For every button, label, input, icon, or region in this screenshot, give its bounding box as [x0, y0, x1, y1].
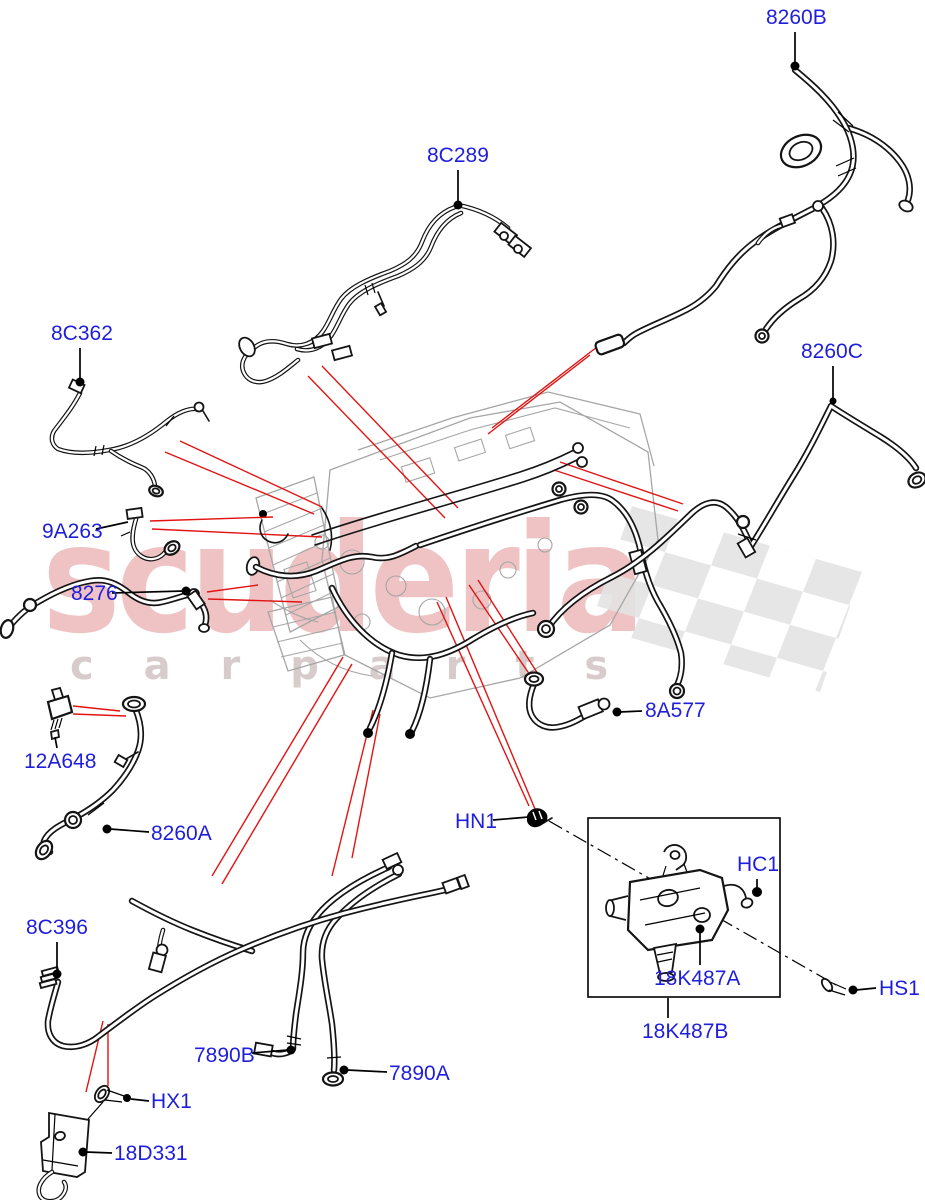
- part-label-9a263[interactable]: 9A263: [42, 520, 103, 543]
- part-label-8260c[interactable]: 8260C: [801, 340, 863, 363]
- engine-hoses-drawing: [245, 442, 686, 739]
- red-leader-lines: [72, 346, 684, 1093]
- part-8c396-drawing: [38, 873, 470, 1047]
- part-label-18k487a[interactable]: 18K487A: [654, 967, 741, 990]
- part-label-7890a[interactable]: 7890A: [389, 1062, 450, 1085]
- part-8276-drawing: [0, 580, 210, 639]
- part-label-hx1[interactable]: HX1: [151, 1090, 192, 1113]
- part-label-8a577[interactable]: 8A577: [645, 699, 706, 722]
- checkered-flag-watermark: [590, 506, 862, 692]
- part-8c362-drawing: [52, 378, 210, 498]
- part-label-8c362[interactable]: 8C362: [51, 322, 113, 345]
- part-label-18k487b[interactable]: 18K487B: [642, 1020, 729, 1043]
- part-hn1-clip-drawing: [527, 808, 553, 828]
- part-label-hs1[interactable]: HS1: [879, 977, 920, 1000]
- part-label-hc1[interactable]: HC1: [737, 853, 780, 876]
- part-8260a-drawing: [34, 695, 147, 861]
- part-label-8276[interactable]: 8276: [71, 582, 118, 605]
- part-label-8260a[interactable]: 8260A: [151, 822, 212, 845]
- watermark-tagline-text: c a r p a r t s: [70, 643, 627, 689]
- part-9a263-drawing: [120, 506, 181, 559]
- part-8260b-drawing: [594, 70, 914, 356]
- part-label-8c396[interactable]: 8C396: [26, 916, 88, 939]
- part-label-7890b[interactable]: 7890B: [194, 1044, 255, 1067]
- part-8c289-drawing: [238, 205, 533, 382]
- part-label-hn1[interactable]: HN1: [455, 810, 498, 833]
- part-18d331-bracket-drawing: [39, 1111, 90, 1200]
- part-label-12a648[interactable]: 12A648: [24, 750, 97, 773]
- part-8a577-drawing: [523, 671, 611, 728]
- part-hs1-bolt-drawing: [820, 977, 847, 996]
- part-7890-hoses-drawing: [253, 851, 404, 1087]
- part-12a648-drawing: [46, 686, 74, 741]
- part-hx1-bolt-drawing: [87, 1084, 125, 1120]
- part-label-18d331[interactable]: 18D331: [114, 1142, 188, 1165]
- part-label-8c289[interactable]: 8C289: [427, 144, 489, 167]
- part-label-8260b[interactable]: 8260B: [766, 6, 827, 29]
- leader-lines: [52, 32, 877, 1157]
